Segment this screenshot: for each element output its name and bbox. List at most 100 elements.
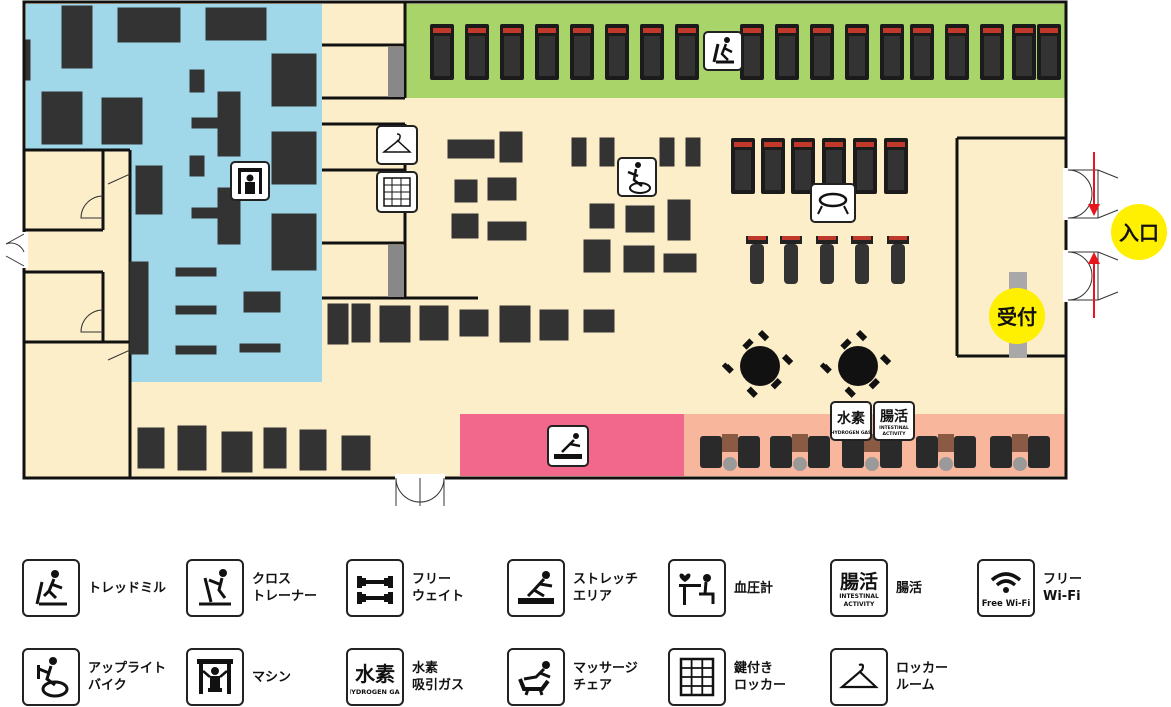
treadmill [910,24,934,80]
treadmill [810,24,834,80]
walls [22,0,1068,480]
upright-bike [746,236,768,284]
machine-icon [186,648,244,706]
upright-bikes [746,236,909,284]
legend-item-wifi: Free Wi-Fi フリー Wi-Fi [977,559,1082,617]
legend-label: 鍵付き ロッカー [734,661,787,693]
legend-label: 水素 吸引ガス [412,661,465,693]
treadmill [640,24,664,80]
treadmill [761,138,785,194]
machines-bottom-row [137,303,615,473]
treadmill [1012,24,1036,80]
treadmill [740,24,764,80]
upright-bike [851,236,873,284]
map-intestinal-sub2: ACTIVITY [882,431,906,437]
treadmill [465,24,489,80]
upright-bike [816,236,838,284]
treadmill [822,138,846,194]
map-hydrogen-sub: HYDROGEN GAS [831,430,872,436]
legend-label: アップライト バイク [88,661,167,693]
doors [5,168,1119,506]
treadmill [880,24,904,80]
locker-room-icon [830,648,888,706]
left-rooms [26,150,130,476]
treadmill [605,24,629,80]
locker-icon [668,648,726,706]
treadmill [535,24,559,80]
map-tile-locker-room [376,125,418,165]
map-tile-treadmill [703,31,743,71]
treadmill [500,24,524,80]
massage-chair [770,434,830,471]
free-weight-equipment [25,5,317,355]
map-tile-machine [230,161,270,201]
legend-intestinal-sub1: INTESTINAL [839,593,879,600]
legend-item-blood-pressure: 血圧計 [668,559,773,617]
legend-item-locker-room: ロッカー ルーム [830,648,948,706]
map-hydrogen-label: 水素 [837,410,865,427]
treadmill [853,138,877,194]
legend-label: マシン [252,669,292,685]
map-intestinal-label: 腸活 [880,408,908,425]
legend-label: フリー ウェイト [412,572,465,604]
treadmill [945,24,969,80]
treadmill [430,24,454,80]
treadmill [675,24,699,80]
blood-pressure-icon [668,559,726,617]
legend-item-cross-trainer: クロス トレーナー [186,559,317,617]
legend-item-locker: 鍵付き ロッカー [668,648,786,706]
hydrogen-gas-icon: 水素 HYDROGEN GAS [346,648,404,706]
legend-hydrogen-sub: HYDROGEN GAS [350,688,400,696]
entrance-badge: 入口 [1111,204,1167,260]
treadmill-icon [22,559,80,617]
stretch-area-icon [507,559,565,617]
legend-item-hydrogen: 水素 HYDROGEN GAS 水素 吸引ガス [346,648,464,706]
legend-item-intestinal: 腸活 INTESTINAL ACTIVITY 腸活 [830,559,922,617]
upright-bike-icon [22,648,80,706]
treadmill [980,24,1004,80]
massage-chair [990,434,1050,471]
legend-item-machine: マシン [186,648,291,706]
map-tile-locker [376,171,418,213]
floor-plan: 水素 HYDROGEN GAS 腸活 INTESTINAL ACTIVITY 入… [5,0,1167,506]
massage-chair-icon [507,648,565,706]
map-tile-intestinal: 腸活 INTESTINAL ACTIVITY [873,401,915,441]
legend-item-massage-chair: マッサージ チェア [507,648,638,706]
massage-chair [700,434,760,471]
legend-label: マッサージ チェア [573,661,638,693]
legend-item-upright-bike: アップライト バイク [22,648,166,706]
upright-bike [887,236,909,284]
treadmill [845,24,869,80]
map-intestinal-sub1: INTESTINAL [879,425,909,431]
free-wifi-icon: Free Wi-Fi [977,559,1035,617]
legend-wifi-sub: Free Wi-Fi [982,599,1031,609]
intestinal-activity-icon: 腸活 INTESTINAL ACTIVITY [830,559,888,617]
legend: トレッドミル クロス トレーナー フリー ウェイト ストレッチ エリア 血圧計 … [0,545,1171,707]
map-tile-cross-trainer [810,183,856,223]
treadmill [731,138,755,194]
treadmills-middle [731,138,908,194]
legend-label: ストレッチ エリア [573,572,639,604]
legend-intestinal-main: 腸活 [840,570,878,593]
pillar [388,47,404,97]
treadmill [884,138,908,194]
legend-label: クロス トレーナー [252,572,318,604]
legend-intestinal-sub2: ACTIVITY [844,601,875,608]
treadmill [775,24,799,80]
pillar [388,245,404,297]
entrance-arrows [1088,152,1100,318]
treadmill [1037,24,1061,80]
cross-trainer-icon [186,559,244,617]
round-tables [721,327,897,405]
map-tile-stretch [547,425,589,467]
reception-badge: 受付 [989,288,1045,344]
machines [447,131,701,273]
legend-hydrogen-main: 水素 [355,662,395,686]
legend-item-free-weight: フリー ウェイト [346,559,464,617]
free-weight-icon [346,559,404,617]
legend-label: 腸活 [896,580,923,596]
legend-item-treadmill: トレッドミル [22,559,166,617]
upright-bike [780,236,802,284]
treadmill [570,24,594,80]
treadmills-top [430,24,1061,80]
